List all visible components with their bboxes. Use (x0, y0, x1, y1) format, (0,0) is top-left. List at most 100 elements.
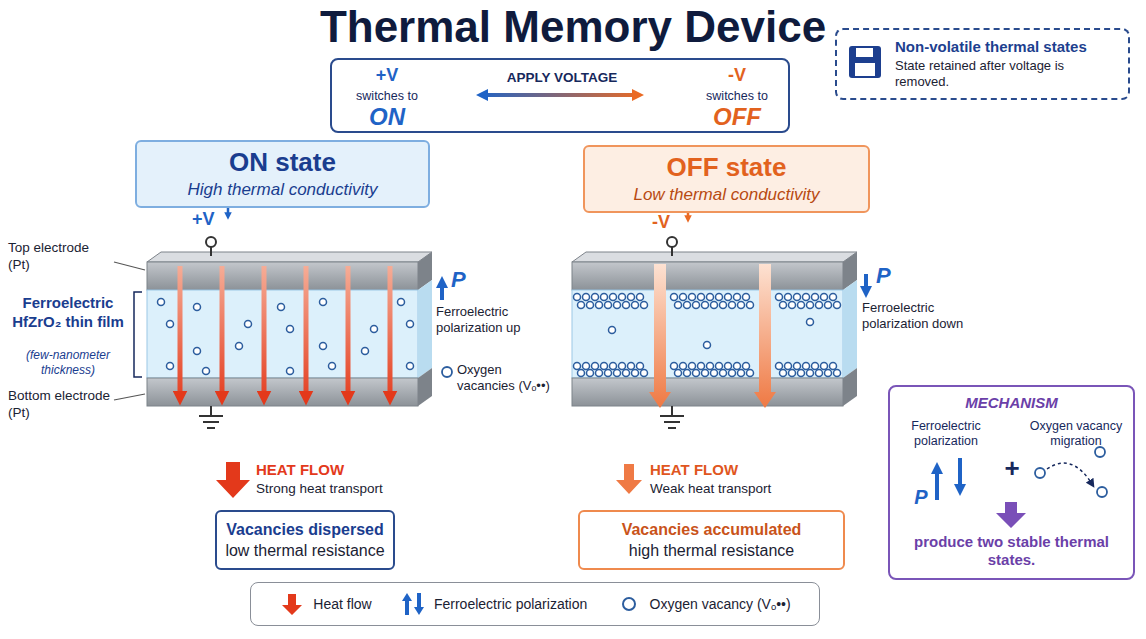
node-text: High thermal conductivity (188, 180, 378, 200)
part-label: Top electrode (Pt) (8, 240, 112, 274)
on-state-box: ON stateHigh thermal conductivity (135, 140, 430, 208)
oxygen-vacancy (167, 321, 174, 328)
oxygen-vacancy (278, 304, 285, 311)
oxygen-vacancy (632, 302, 639, 309)
legend-swatch (279, 591, 305, 617)
oxygen-vacancy (734, 294, 741, 301)
heat-flow-note: Strong heat transport (256, 481, 446, 498)
vacancy-label: Oxygen vacancies (Vₒ••) (457, 362, 561, 395)
oxygen-vacancy (729, 302, 736, 309)
legend-label: Oxygen vacancy (Vₒ••) (650, 596, 791, 612)
oxygen-vacancy (158, 299, 165, 306)
oxygen-vacancy (605, 302, 612, 309)
oxygen-vacancy (702, 370, 709, 377)
oxygen-vacancy (803, 363, 810, 370)
node-heading: ON state (229, 147, 336, 178)
floppy-label (855, 63, 875, 76)
voltage-double-arrow (482, 93, 638, 97)
oxygen-vacancy (407, 363, 414, 370)
node-heading: +V (337, 65, 437, 87)
polarization-symbol: P (451, 266, 475, 294)
vacancy-symbol (1097, 487, 1107, 497)
oxygen-vacancy (641, 302, 648, 309)
node-heading: Vacancies dispersed (226, 520, 383, 539)
oxygen-vacancy (574, 363, 581, 370)
result-box: Vacancies accumulatedhigh thermal resist… (578, 510, 845, 570)
oxygen-vacancy (203, 368, 210, 375)
oxygen-vacancy (637, 363, 644, 370)
oxygen-vacancy (619, 363, 626, 370)
polarization-label: Ferroelectric polarization down (862, 300, 980, 333)
oxygen-vacancy (628, 294, 635, 301)
polarization-down-arrow (958, 458, 962, 490)
oxygen-vacancy (743, 294, 750, 301)
oxygen-vacancy (398, 299, 405, 306)
oxygen-vacancy (698, 363, 705, 370)
oxygen-vacancy (583, 294, 590, 301)
oxygen-vacancy (578, 370, 585, 377)
oxygen-vacancy (807, 370, 814, 377)
oxygen-vacancy (776, 363, 783, 370)
oxygen-vacancy (830, 363, 837, 370)
oxygen-vacancy (610, 294, 617, 301)
legend-label: Ferroelectric polarization (434, 596, 587, 612)
oxygen-vacancy (711, 370, 718, 377)
oxygen-vacancy (671, 294, 678, 301)
oxygen-vacancy (623, 302, 630, 309)
part-label: Bottom electrode (Pt) (8, 388, 112, 422)
vacancies-dispersed (158, 299, 414, 375)
oxygen-vacancy (628, 363, 635, 370)
oxygen-vacancy (830, 294, 837, 301)
node-text: switches to (337, 89, 437, 104)
heat-flow-sample (282, 594, 302, 615)
result-box: Vacancies dispersed low thermal resistanc… (215, 510, 395, 570)
oxygen-vacancy (641, 370, 648, 377)
result-arrow (996, 502, 1026, 528)
oxygen-vacancy (812, 363, 819, 370)
oxygen-vacancy (816, 302, 823, 309)
oxygen-vacancy (574, 294, 581, 301)
film-bracket (134, 292, 142, 377)
polarization-down-arrow (864, 274, 868, 292)
node-text: low thermal resistance (225, 541, 384, 560)
oxygen-vacancy (245, 321, 252, 328)
oxygen-vacancy (798, 370, 805, 377)
voltage-arrow (227, 207, 230, 216)
off-device (572, 252, 857, 406)
heat-arrow (346, 266, 351, 398)
vacancy-symbol (1095, 447, 1105, 457)
node-text: Ferroelectric polarization (894, 419, 998, 449)
heat-flow-label: HEAT FLOW (256, 461, 386, 480)
node-text: State retained after voltage is removed. (895, 58, 1118, 89)
oxygen-vacancy (287, 326, 294, 333)
oxygen-vacancy (794, 294, 801, 301)
oxygen-vacancy (734, 363, 741, 370)
ground-symbol (199, 406, 223, 428)
oxygen-vacancy (798, 302, 805, 309)
oxygen-vacancy (610, 363, 617, 370)
heat-arrow-weak (649, 264, 671, 408)
oxygen-vacancy (711, 302, 718, 309)
oxygen-vacancy (785, 294, 792, 301)
heat-arrow (304, 266, 309, 398)
oxygen-vacancy (684, 370, 691, 377)
oxygen-vacancy (601, 363, 608, 370)
polarization-up-arrow (935, 468, 939, 500)
oxygen-vacancy (704, 342, 711, 349)
mechanism-box: MECHANISMFerroelectric polarizationP+Oxy… (888, 385, 1135, 580)
oxygen-vacancy (812, 294, 819, 301)
oxygen-vacancy (167, 363, 174, 370)
oxygen-vacancy (707, 363, 714, 370)
oxygen-vacancy (236, 343, 243, 350)
node-text: high thermal resistance (629, 541, 794, 560)
oxygen-vacancy (614, 302, 621, 309)
terminal (667, 237, 677, 247)
oxygen-vacancy (362, 348, 369, 355)
off-state-box: OFF stateLow thermal conductivity (583, 145, 870, 213)
vacancy-sample (623, 598, 635, 610)
oxygen-vacancy (789, 302, 796, 309)
node-heading: OFF state (667, 152, 787, 183)
polarization-sample (402, 593, 412, 615)
oxygen-vacancy (689, 294, 696, 301)
voltage-box: +Vswitches toONAPPLY VOLTAGE-Vswitches t… (330, 58, 790, 133)
